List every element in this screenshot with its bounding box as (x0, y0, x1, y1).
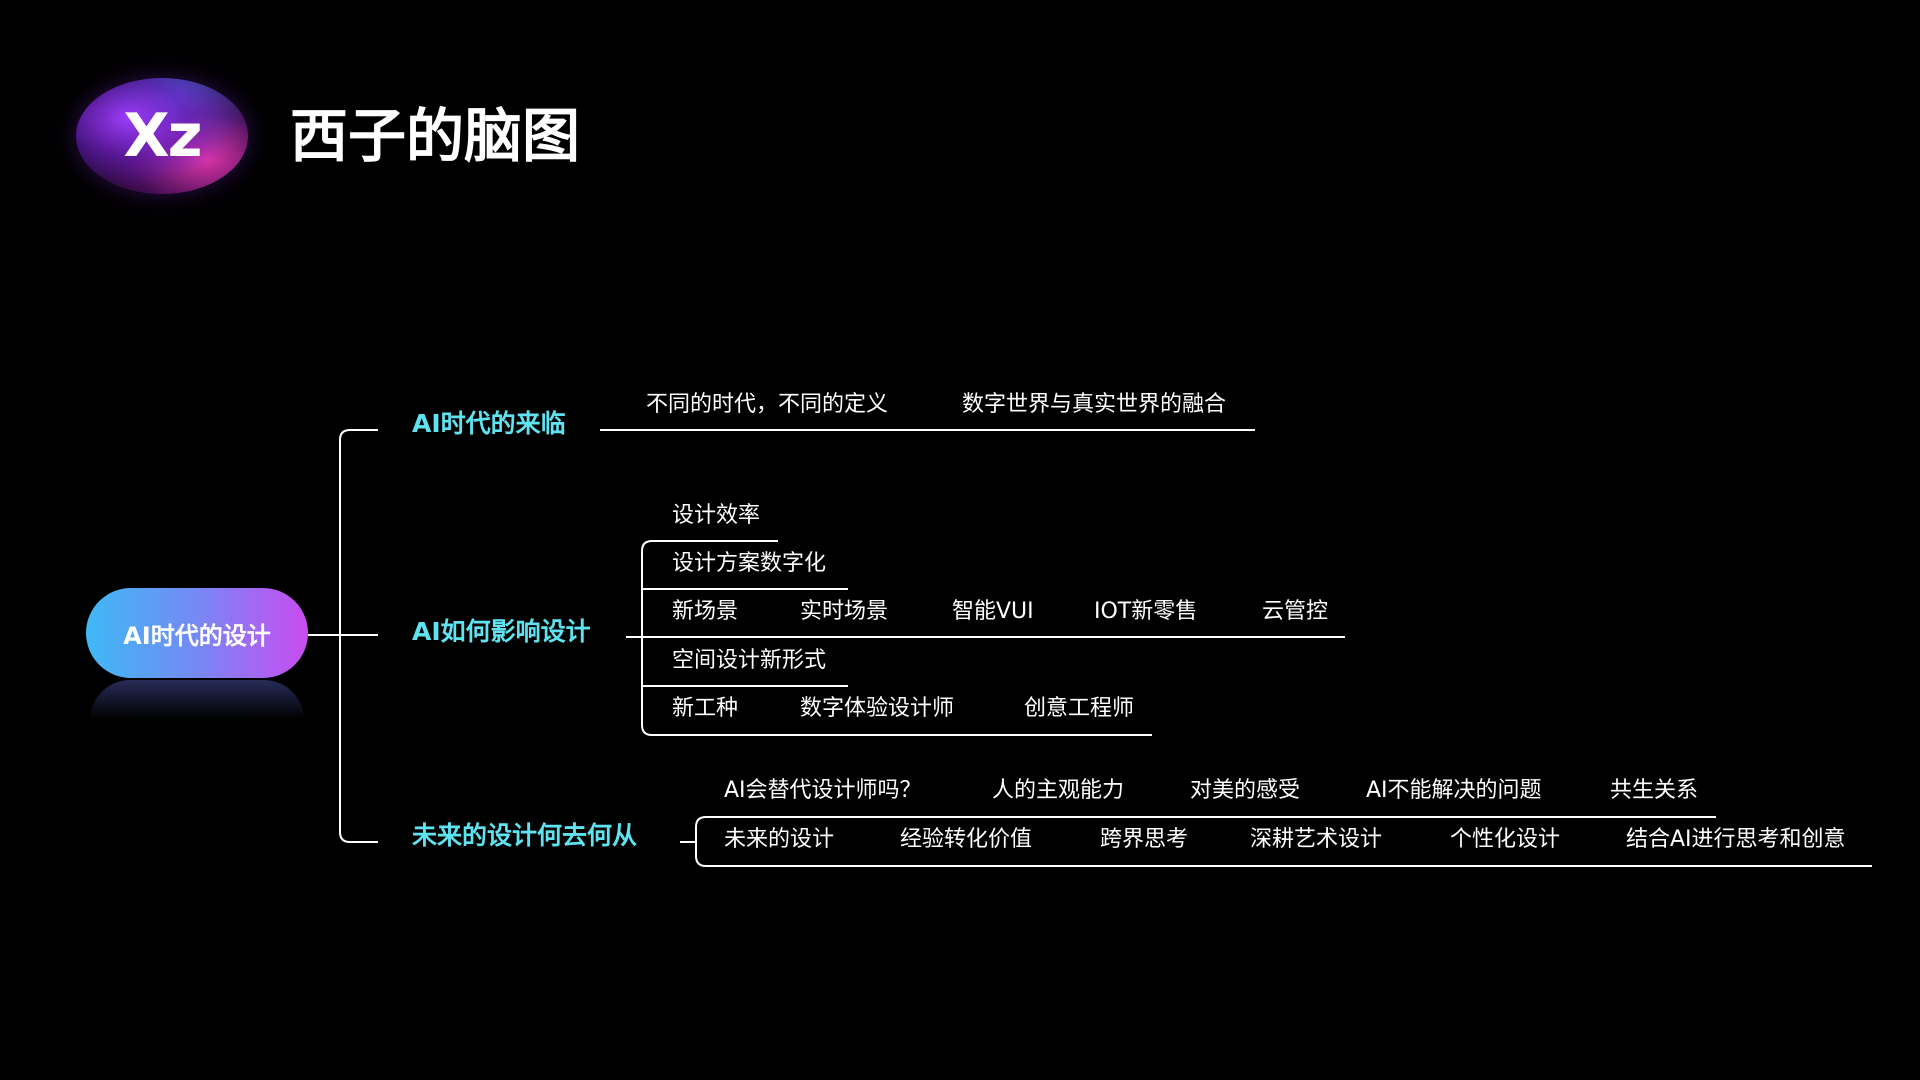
leaf-node[interactable]: 设计方案数字化 (672, 551, 827, 576)
branch3-bracket (695, 816, 1872, 867)
leaf-node[interactable]: 数字体验设计师 (800, 696, 955, 721)
branch-label[interactable]: AI如何影响设计 (412, 617, 591, 646)
branch-label[interactable]: AI时代的来临 (412, 409, 566, 438)
leaf-node[interactable]: 共生关系 (1610, 778, 1699, 803)
leaf-node[interactable]: 跨界思考 (1100, 827, 1189, 852)
main-spine (339, 429, 378, 843)
logo: Xz (76, 78, 248, 194)
leaf-node[interactable]: 创意工程师 (1024, 696, 1135, 721)
page-title: 西子的脑图 (290, 102, 581, 170)
leaf-node[interactable]: 新场景 (672, 599, 739, 624)
leaf-node[interactable]: 个性化设计 (1450, 827, 1561, 852)
leaf-node[interactable]: 智能VUI (952, 599, 1034, 624)
logo-text: Xz (123, 101, 202, 171)
leaf-node[interactable]: 新工种 (672, 696, 739, 721)
root-node[interactable]: AI时代的设计 (86, 588, 308, 678)
leaf-node[interactable]: 深耕艺术设计 (1250, 827, 1383, 852)
leaf-node[interactable]: 空间设计新形式 (672, 648, 827, 673)
root-node-reflection (90, 680, 304, 720)
leaf-node[interactable]: AI不能解决的问题 (1366, 778, 1542, 803)
leaf-node[interactable]: 数字世界与真实世界的融合 (962, 392, 1227, 417)
leaf-node[interactable]: IOT新零售 (1094, 599, 1198, 624)
leaf-node[interactable]: 未来的设计 (724, 827, 835, 852)
branch-label[interactable]: 未来的设计何去何从 (412, 821, 638, 850)
leaf-node[interactable]: 经验转化价值 (900, 827, 1033, 852)
leaf-node[interactable]: 不同的时代，不同的定义 (646, 392, 889, 417)
leaf-node[interactable]: 对美的感受 (1190, 778, 1301, 803)
leaf-node[interactable]: 设计效率 (672, 503, 761, 528)
leaf-node[interactable]: AI会替代设计师吗？ (724, 778, 922, 803)
leaf-node[interactable]: 实时场景 (800, 599, 889, 624)
leaf-node[interactable]: 云管控 (1262, 599, 1329, 624)
leaf-node[interactable]: 人的主观能力 (992, 778, 1125, 803)
leaf-node[interactable]: 结合AI进行思考和创意 (1626, 827, 1846, 852)
